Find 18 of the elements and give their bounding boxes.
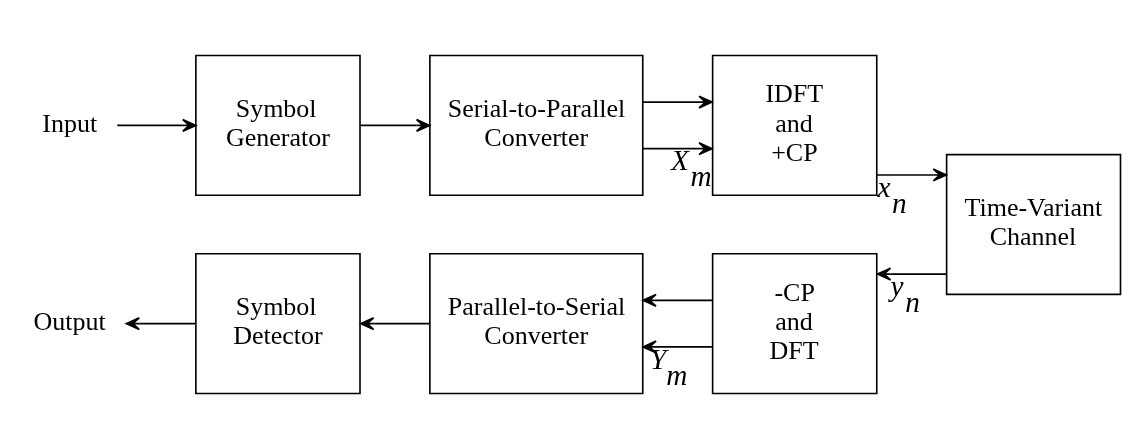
arrow: [116, 118, 197, 132]
arrow: [359, 118, 431, 132]
arrow: [642, 141, 713, 155]
node-box: Parallel-to-Serial Converter: [429, 252, 644, 394]
arrow: [876, 266, 947, 281]
node-text: Output: [33, 306, 106, 336]
arrow: [642, 293, 714, 307]
arrow: [876, 167, 948, 182]
node-box: Symbol Generator: [195, 54, 361, 196]
node-box: Time-Variant Channel: [945, 153, 1122, 295]
arrow: [642, 94, 713, 109]
node-text: Input: [42, 108, 98, 138]
node-box: Symbol Detector: [195, 252, 361, 394]
node-box: -CP and DFT: [711, 252, 878, 394]
node-box: Serial-to-Parallel Converter: [429, 54, 644, 196]
node-box: IDFT and +CP: [711, 54, 878, 196]
arrow: [359, 316, 431, 330]
arrow: [125, 316, 197, 330]
